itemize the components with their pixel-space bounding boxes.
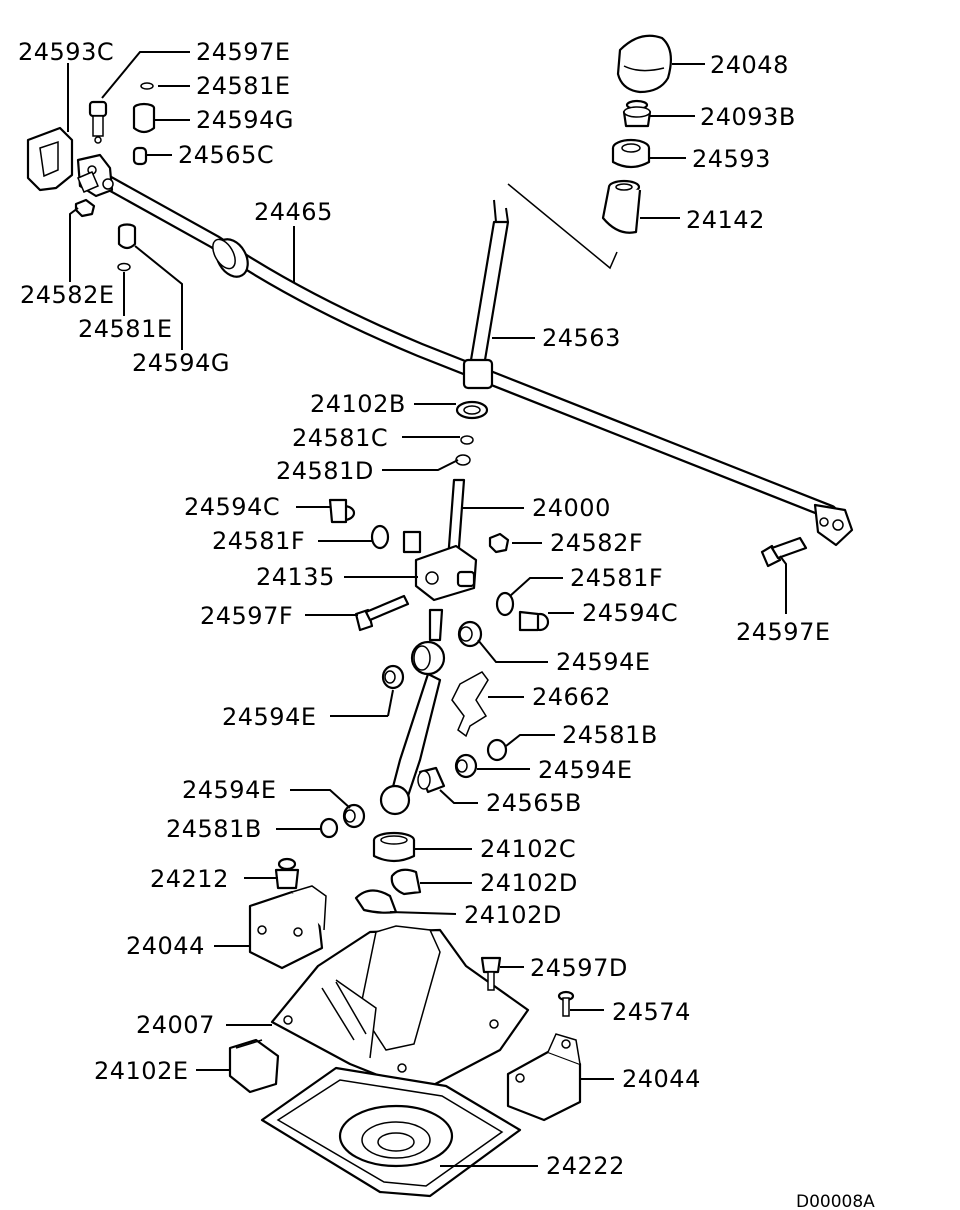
pin-24597E-top	[88, 100, 108, 144]
ring-24581B-left	[319, 817, 339, 839]
callout-24593C: 24593C	[18, 38, 114, 66]
shift-cable-rod	[92, 170, 838, 520]
callout-24582F: 24582F	[550, 529, 643, 557]
leader-lines	[67, 51, 787, 1167]
callout-24135: 24135	[256, 563, 335, 591]
callout-24581B-left: 24581B	[166, 815, 262, 843]
callout-24102D-1: 24102D	[480, 869, 578, 897]
callout-24007: 24007	[136, 1011, 215, 1039]
ring-24581F-right	[495, 591, 515, 617]
ring-24581B-right	[486, 738, 508, 762]
clip-24593C	[26, 126, 74, 192]
callout-24581F-right: 24581F	[570, 564, 663, 592]
bushing-24594E-upper-right	[457, 620, 483, 648]
shift-knob-24048	[616, 34, 673, 94]
ring-24581D	[455, 454, 471, 466]
bushing-24594E-upper-left	[381, 664, 405, 690]
cable-end-joint-left	[76, 153, 114, 198]
callout-24593: 24593	[692, 145, 771, 173]
callout-24581E-top: 24581E	[196, 72, 291, 100]
lever-block-24135	[402, 530, 478, 602]
callout-24581B-right: 24581B	[562, 721, 658, 749]
callout-24212: 24212	[150, 865, 229, 893]
callout-24102D-2: 24102D	[464, 901, 562, 929]
callout-24465: 24465	[254, 198, 333, 226]
nut-24582F	[488, 532, 510, 554]
stud-24212	[274, 857, 300, 890]
callout-24044-right: 24044	[622, 1065, 701, 1093]
lever-rod-24563	[462, 199, 510, 390]
callout-24597F: 24597F	[200, 602, 293, 630]
bushing-24594E-lower-right	[454, 753, 478, 779]
callout-24597D: 24597D	[530, 954, 628, 982]
callout-24597E-right: 24597E	[736, 618, 831, 646]
callout-24581E-left: 24581E	[78, 315, 173, 343]
callout-24102B: 24102B	[310, 390, 406, 418]
bushing-24594G-top	[132, 102, 156, 134]
callout-24565C: 24565C	[178, 141, 274, 169]
drawing-reference-code: D00008A	[796, 1192, 875, 1210]
callout-24565B: 24565B	[486, 789, 582, 817]
callout-24581C: 24581C	[292, 424, 388, 452]
base-housing-24007	[270, 925, 530, 1094]
callout-24594C-left: 24594C	[184, 493, 280, 521]
callout-24594G-top: 24594G	[196, 106, 294, 134]
clip-24102D-lower	[354, 889, 398, 914]
callout-24594E-right1: 24594E	[556, 648, 651, 676]
shift-linkage-arm	[379, 608, 446, 816]
bushing-24594C-right	[518, 610, 550, 632]
bushing-24594E-lower-left	[342, 803, 366, 829]
screw-24574	[557, 990, 575, 1017]
callout-24594E-left1: 24594E	[222, 703, 317, 731]
callout-24594E-left2: 24594E	[182, 776, 277, 804]
callout-24102C: 24102C	[480, 835, 576, 863]
nut-24582E	[74, 198, 96, 218]
callout-24597E-top: 24597E	[196, 38, 291, 66]
callout-24594E-right2: 24594E	[538, 756, 633, 784]
bracket-24044-left	[248, 885, 327, 970]
collar-24093B	[622, 99, 652, 128]
callout-24102E: 24102E	[94, 1057, 189, 1085]
lever-knob-guide	[507, 183, 618, 270]
bolt-24597E-right	[760, 536, 808, 568]
ring-24581F-left	[370, 524, 390, 550]
collar-24565C	[132, 146, 148, 166]
screw-24597D	[480, 956, 502, 991]
callout-24581F-left: 24581F	[212, 527, 305, 555]
callout-24574: 24574	[612, 998, 691, 1026]
callout-24662: 24662	[532, 683, 611, 711]
ring-24581E-left	[117, 262, 131, 272]
pad-24102E	[228, 1038, 280, 1094]
gasket-plate-24222	[260, 1066, 522, 1198]
cable-end-bracket-right	[813, 503, 854, 547]
callout-24594C-right: 24594C	[582, 599, 678, 627]
ring-24581E-top	[140, 82, 154, 90]
clip-24102D-upper	[390, 868, 422, 896]
callout-24563: 24563	[542, 324, 621, 352]
bushing-24594G-left	[117, 223, 137, 250]
bracket-24044-right	[506, 1033, 582, 1122]
callout-24142: 24142	[686, 206, 765, 234]
collar-24565B	[417, 766, 446, 794]
callout-24581D: 24581D	[276, 457, 374, 485]
ring-24593	[611, 138, 651, 169]
callout-24222: 24222	[546, 1152, 625, 1180]
spring-24662	[451, 671, 489, 738]
ring-24581C	[460, 435, 474, 445]
callout-24582E: 24582E	[20, 281, 115, 309]
callout-24048: 24048	[710, 51, 789, 79]
bushing-24594C-left	[328, 498, 356, 524]
bolt-24597F	[354, 594, 410, 632]
callout-24093B: 24093B	[700, 103, 796, 131]
boot-24142	[601, 179, 642, 234]
callout-24000: 24000	[532, 494, 611, 522]
callout-24594G-left: 24594G	[132, 349, 230, 377]
callout-24044-left: 24044	[126, 932, 205, 960]
cup-24102C	[372, 831, 416, 863]
